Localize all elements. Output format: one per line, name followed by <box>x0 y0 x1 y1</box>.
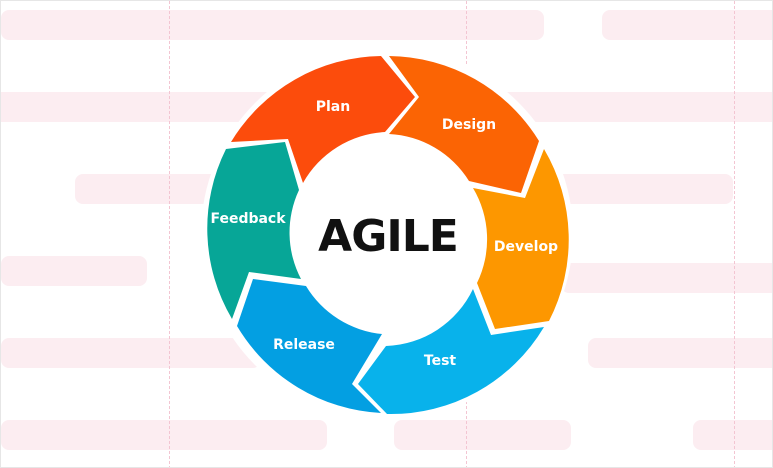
stage-feedback-arrow <box>207 142 301 319</box>
center-hub <box>291 138 483 330</box>
stage-label-design: Design <box>442 117 496 133</box>
stage-develop-arrow <box>473 149 569 329</box>
background-bar <box>1 256 147 286</box>
stage-label-develop: Develop <box>494 239 558 255</box>
background-bar <box>588 338 772 368</box>
background-bar <box>394 420 571 450</box>
center-title: AGILE <box>318 211 458 262</box>
stage-release-arrow <box>237 279 382 413</box>
background-bar <box>1 10 544 40</box>
dashed-guide-line <box>734 1 735 467</box>
stage-label-test: Test <box>424 353 457 369</box>
background-bar <box>602 10 772 40</box>
background-bar <box>561 263 772 293</box>
background-bar <box>1 338 261 368</box>
stage-label-release: Release <box>273 337 335 353</box>
background-bar <box>693 420 772 450</box>
stage-test-arrow <box>358 289 544 415</box>
background-bar <box>1 420 327 450</box>
dashed-guide-line <box>169 1 170 467</box>
stage-plan-arrow <box>231 56 415 183</box>
stage-label-feedback: Feedback <box>210 211 286 227</box>
stage-design-arrow <box>389 56 539 193</box>
stage-label-plan: Plan <box>316 99 350 115</box>
